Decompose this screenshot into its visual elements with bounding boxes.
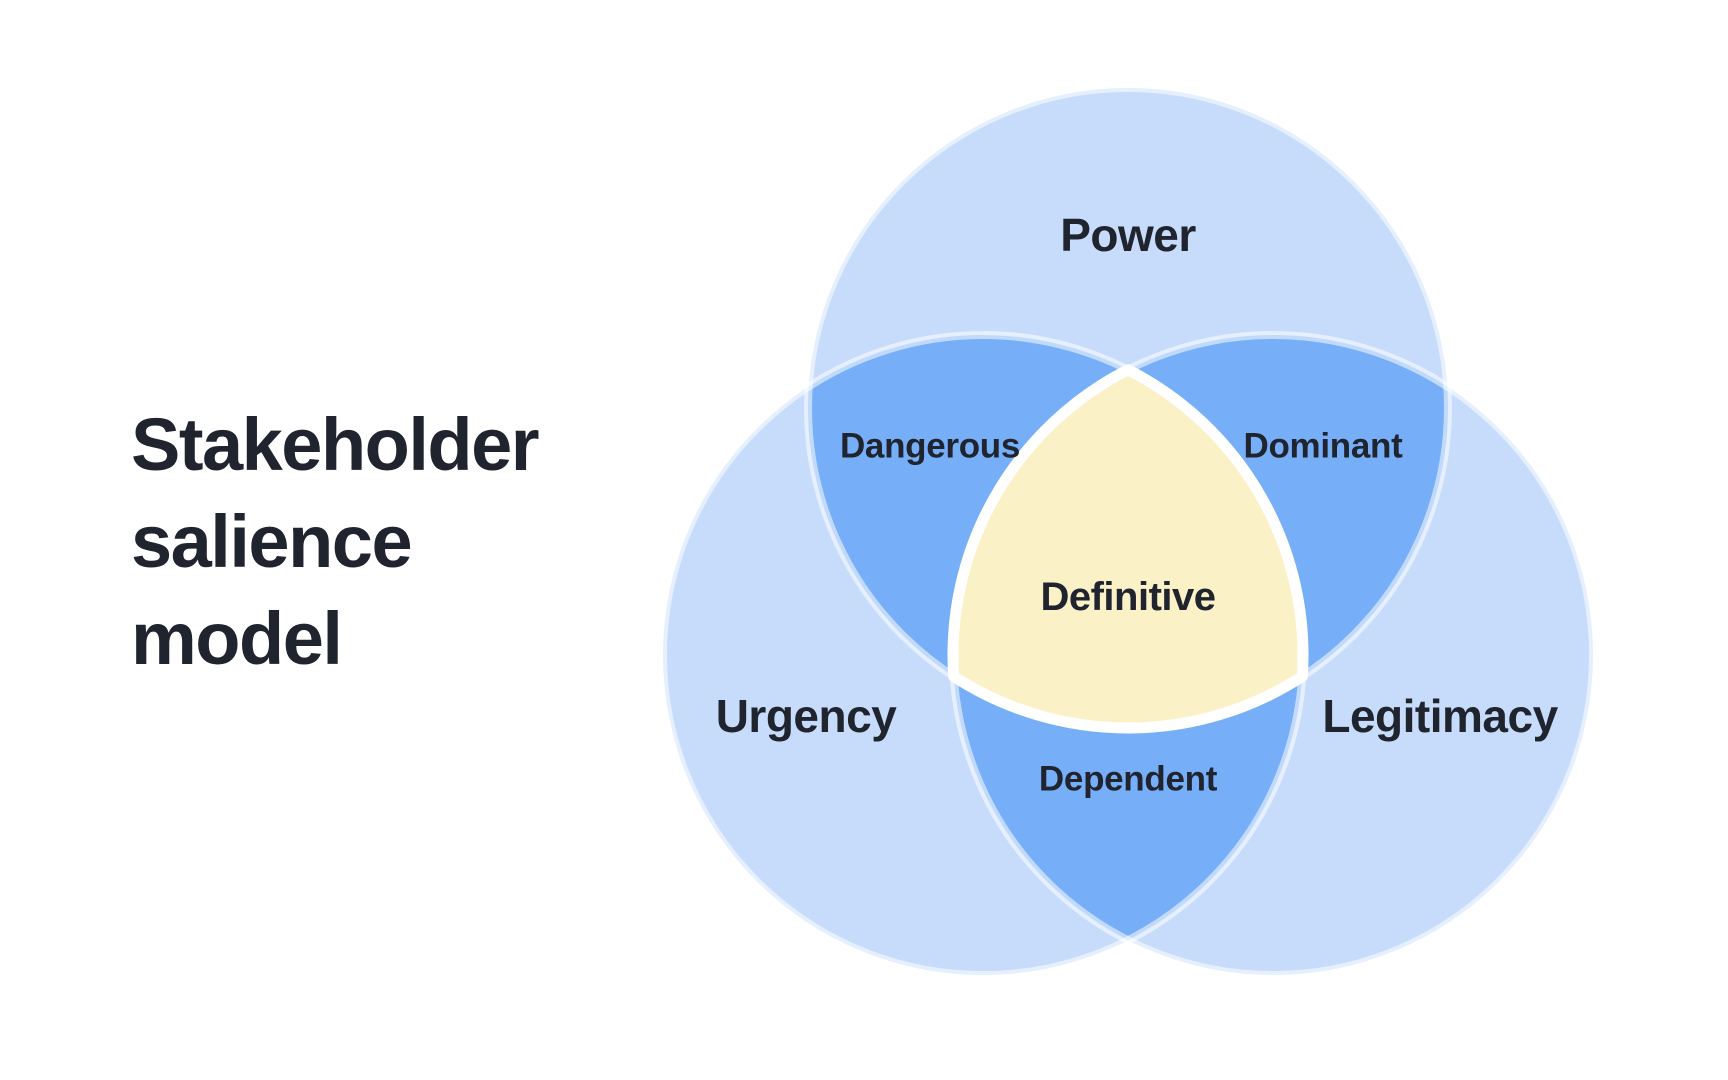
urgency-circle-label: Urgency <box>716 690 897 742</box>
power-circle-label: Power <box>1060 209 1196 261</box>
page-title: Stakeholder salience model <box>131 396 540 687</box>
dependent-overlap-label: Dependent <box>1039 760 1218 799</box>
legitimacy-circle-label: Legitimacy <box>1322 690 1558 742</box>
dominant-overlap-label: Dominant <box>1244 427 1404 466</box>
dangerous-overlap-label: Dangerous <box>840 427 1020 466</box>
page-title-line-2: salience <box>131 500 413 583</box>
page-title-line-3: model <box>131 597 343 680</box>
page-title-line-1: Stakeholder <box>131 403 540 486</box>
definitive-center-region <box>947 364 1309 734</box>
definitive-center-label: Definitive <box>1040 575 1215 619</box>
